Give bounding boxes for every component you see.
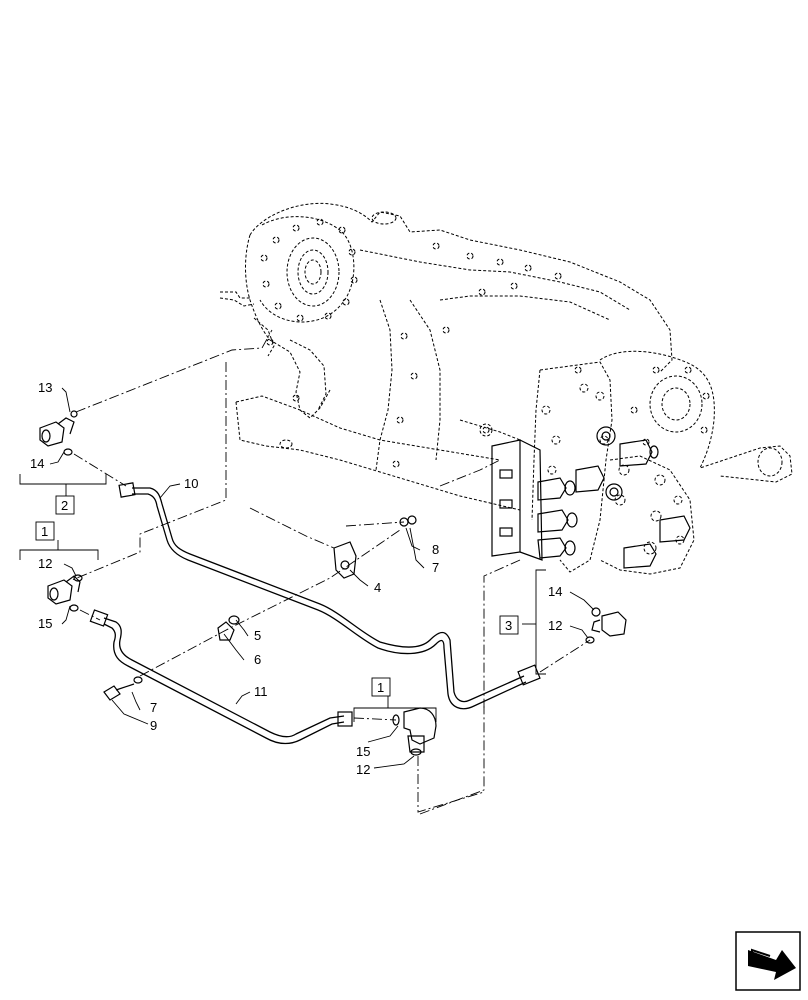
- next-page-arrow-icon[interactable]: [735, 931, 801, 991]
- tube-11: [89, 609, 353, 745]
- elbow-fitting-mid-left: [47, 574, 83, 612]
- boxed-callout-2: 2: [61, 498, 68, 513]
- transmission-housing-phantom: [219, 202, 793, 575]
- callout-12-right: 12: [548, 618, 562, 633]
- box-1-bottom: [371, 677, 391, 697]
- boxed-callout-1-bottom: 1: [377, 680, 384, 695]
- callout-13: 13: [38, 380, 52, 395]
- box-2: [55, 495, 75, 515]
- callout-4: 4: [374, 580, 381, 595]
- box-3: [499, 615, 519, 635]
- callout-7-lower: 7: [150, 700, 157, 715]
- boxed-callouts: 2 1 3 1: [35, 495, 519, 697]
- callout-7: 7: [432, 560, 439, 575]
- box-1-left: [35, 521, 55, 541]
- elbow-fitting-right: [585, 607, 627, 644]
- boxed-callout-1-left: 1: [41, 524, 48, 539]
- callout-10: 10: [184, 476, 198, 491]
- callout-14: 14: [30, 456, 44, 471]
- elbow-fitting-bottom: [392, 707, 437, 756]
- group-brackets: [19, 474, 546, 722]
- valve-block: [491, 426, 691, 569]
- assembly-centerlines: [71, 329, 591, 815]
- callout-15: 15: [38, 616, 52, 631]
- callout-12-bottom: 12: [356, 762, 370, 777]
- callout-15-bottom: 15: [356, 744, 370, 759]
- callout-8: 8: [432, 542, 439, 557]
- bolt-fastener: [103, 515, 417, 701]
- callout-11: 11: [254, 684, 268, 699]
- callout-labels: 13 14 10 12 15 8 7 4 5 6 11 7 9 14 12 15…: [30, 380, 562, 777]
- tube-10: [118, 482, 541, 710]
- leader-lines: [49, 387, 595, 769]
- boxed-callout-3: 3: [505, 618, 512, 633]
- callout-12: 12: [38, 556, 52, 571]
- callout-6: 6: [254, 652, 261, 667]
- callout-14-right: 14: [548, 584, 562, 599]
- callout-5: 5: [254, 628, 261, 643]
- elbow-fitting-upper-left: [39, 410, 78, 456]
- callout-9: 9: [150, 718, 157, 733]
